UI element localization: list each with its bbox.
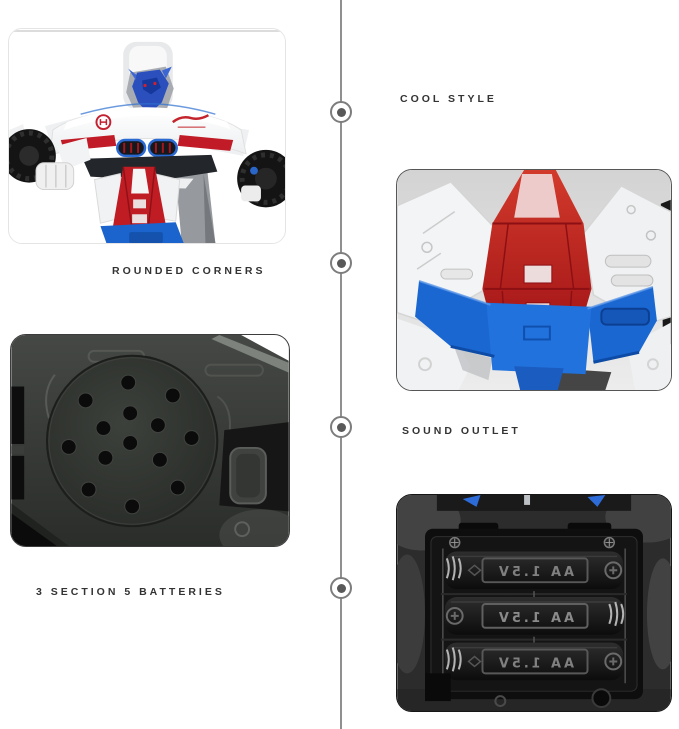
battery-slot: AA 1.5V [444, 597, 625, 635]
battery-marking-embossed: AA 1.5V [496, 565, 574, 580]
photo-chest-closeup [396, 169, 672, 391]
timeline-dot-sound-outlet [330, 416, 352, 438]
feature-label-rounded-corners: ROUNDED CORNERS [112, 265, 266, 277]
photo-speaker-closeup [10, 334, 290, 547]
robot-grille [116, 138, 178, 158]
blue-belt-armor [415, 280, 657, 390]
battery-marking-embossed: AA 1.5V [496, 656, 574, 671]
chest-closeup-illustration [397, 170, 671, 390]
side-button [219, 422, 289, 512]
robot-right-wheel-arm [237, 149, 285, 208]
photo-robot-toy [8, 28, 286, 244]
feature-label-sound-outlet: SOUND OUTLET [402, 425, 521, 437]
photo-battery-compartment: AA 1.5V AA 1.5V AA 1.5V [396, 494, 672, 712]
feature-label-cool-style: COOL STYLE [400, 93, 497, 105]
speaker-grille-disc [45, 354, 219, 528]
timeline-line [340, 0, 342, 729]
feature-label-batteries: 3 SECTION 5 BATTERIES [36, 586, 225, 598]
robot-toy-illustration [9, 29, 285, 243]
battery-compartment-illustration: AA 1.5V AA 1.5V AA 1.5V [397, 495, 671, 711]
robot-torso [93, 166, 184, 243]
timeline-dot-rounded-corners [330, 252, 352, 274]
timeline-dot-batteries [330, 577, 352, 599]
robot-left-wheel-arm [9, 129, 91, 190]
timeline-dot-cool-style [330, 101, 352, 123]
battery-slot: AA 1.5V [444, 642, 624, 681]
battery-marking-embossed: AA 1.5V [496, 611, 574, 626]
battery-slot: AA 1.5V [444, 551, 624, 590]
speaker-holes [60, 374, 200, 515]
speaker-closeup-illustration [11, 335, 289, 546]
